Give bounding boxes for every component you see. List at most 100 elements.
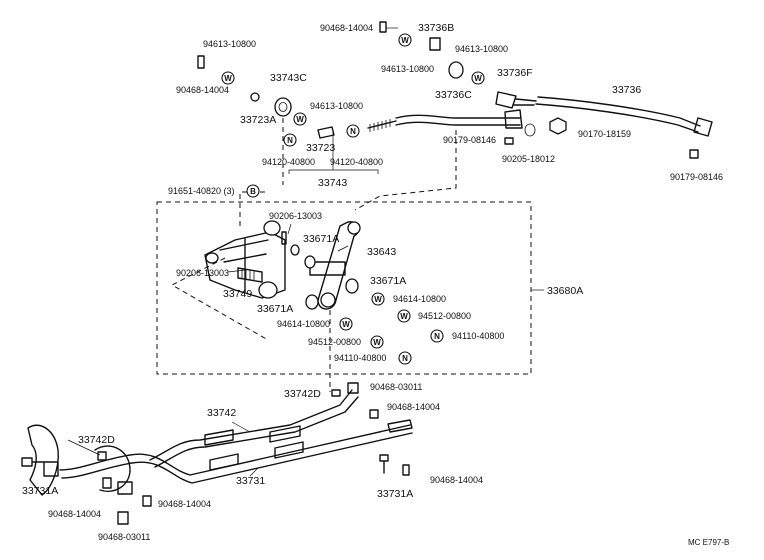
label-33743C: 33743C xyxy=(270,72,307,84)
svg-text:W: W xyxy=(374,295,382,304)
label-33736B: 33736B xyxy=(418,22,454,34)
washer-icon: W xyxy=(370,335,384,349)
label-94614-10800: 94614-10800 xyxy=(277,319,330,329)
nut-icon: N xyxy=(398,351,412,365)
clip-90468-03011-b xyxy=(117,511,129,525)
nut-icon: N xyxy=(283,133,297,147)
nut-90170-18159 xyxy=(549,117,567,135)
label-90205-18012: 90205-18012 xyxy=(502,154,555,164)
label-94512-00800: 94512-00800 xyxy=(418,311,471,321)
washer-icon: W xyxy=(339,317,353,331)
diagram-code: MC E797-B xyxy=(688,538,729,547)
part-33723A xyxy=(250,92,260,102)
leader-lines xyxy=(67,27,544,477)
bolt-33742D xyxy=(331,389,341,397)
lever-bracket-33749 xyxy=(204,220,300,299)
label-94613-10800: 94613-10800 xyxy=(310,101,363,111)
svg-text:W: W xyxy=(401,36,409,45)
bushing-33743C xyxy=(274,97,292,117)
svg-text:N: N xyxy=(402,354,408,363)
svg-text:N: N xyxy=(350,127,356,136)
bolt-symbol-icon: B xyxy=(246,184,260,198)
label-91651-40820: 91651-40820 (3) xyxy=(168,186,235,196)
part-labels: 90468-14004 33736B 94613-10800 94613-108… xyxy=(22,22,729,547)
washer-icon: W xyxy=(397,309,411,323)
label-33742D: 33742D xyxy=(78,434,115,446)
label-94613-10800: 94613-10800 xyxy=(381,64,434,74)
label-33671A: 33671A xyxy=(257,303,293,315)
pin-33723 xyxy=(317,126,335,139)
label-33736F: 33736F xyxy=(497,67,533,79)
label-90170-18159: 90170-18159 xyxy=(578,129,631,139)
label-33749: 33749 xyxy=(223,288,252,300)
svg-text:W: W xyxy=(342,320,350,329)
shift-cable-assembly xyxy=(197,21,713,230)
bracket-lower xyxy=(117,481,133,495)
nut-icon: N xyxy=(346,124,360,138)
bolt-right xyxy=(379,454,389,474)
svg-text:W: W xyxy=(224,74,232,83)
bolt-left xyxy=(21,457,45,467)
label-90468-03011: 90468-03011 xyxy=(370,382,422,392)
washer-icon: W xyxy=(293,112,307,126)
washer-icon: W xyxy=(471,71,485,85)
lower-cable-assembly xyxy=(21,382,413,525)
svg-text:W: W xyxy=(296,115,304,124)
label-33731: 33731 xyxy=(236,475,265,487)
clip-90468-14004-b xyxy=(197,55,205,69)
washer-icon: W xyxy=(221,71,235,85)
svg-text:W: W xyxy=(474,74,482,83)
label-33742: 33742 xyxy=(207,407,236,419)
label-33742D: 33742D xyxy=(284,388,321,400)
label-33680A: 33680A xyxy=(547,285,583,297)
clip-90179-08146-b xyxy=(689,149,699,159)
label-90468-14004: 90468-14004 xyxy=(387,402,440,412)
label-90206-13003: 90206-13003 xyxy=(269,211,322,221)
label-94613-10800: 94613-10800 xyxy=(203,39,256,49)
boot-left xyxy=(27,424,59,496)
cable-end-33736F xyxy=(495,91,517,109)
clip-90468-14004-top xyxy=(379,21,387,33)
group-box-33680A xyxy=(156,201,532,375)
label-90468-14004: 90468-14004 xyxy=(320,23,373,33)
svg-text:B: B xyxy=(250,187,256,196)
label-94110-40800: 94110-40800 xyxy=(452,331,504,341)
nut-icon: N xyxy=(430,329,444,343)
symbols: W W W W N N B W W W N W N xyxy=(221,33,485,365)
label-94512-00800: 94512-00800 xyxy=(308,337,361,347)
label-94613-10800: 94613-10800 xyxy=(455,44,508,54)
bracket-33731A-b xyxy=(387,419,413,433)
clip-90179-08146-a xyxy=(504,137,514,145)
svg-text:N: N xyxy=(287,136,293,145)
clip-90468-03011-a xyxy=(347,382,359,394)
label-33743: 33743 xyxy=(318,177,347,189)
label-90468-14004: 90468-14004 xyxy=(158,499,211,509)
label-90468-14004: 90468-14004 xyxy=(48,509,101,519)
cable-33742 xyxy=(149,389,353,461)
label-33736: 33736 xyxy=(612,84,641,96)
boot-center xyxy=(94,445,131,492)
label-94120-40800: 94120-40800 xyxy=(262,157,315,167)
bushing-33736C xyxy=(448,61,464,79)
cable-end-33736 xyxy=(693,117,713,137)
svg-text:N: N xyxy=(434,332,440,341)
label-33736C: 33736C xyxy=(435,89,472,101)
label-90468-14004: 90468-14004 xyxy=(176,85,229,95)
washer-icon: W xyxy=(398,33,412,47)
label-94110-40800: 94110-40800 xyxy=(334,353,386,363)
label-94614-10800: 94614-10800 xyxy=(393,294,446,304)
svg-text:W: W xyxy=(400,312,408,321)
label-90179-08146: 90179-08146 xyxy=(670,172,723,182)
label-33671A: 33671A xyxy=(370,275,406,287)
label-94120-40800: 94120-40800 xyxy=(330,157,383,167)
label-90468-03011: 90468-03011 xyxy=(98,532,150,542)
label-33731A: 33731A xyxy=(22,485,58,497)
washer-icon: W xyxy=(371,292,385,306)
label-90179-08146: 90179-08146 xyxy=(443,135,496,145)
bushing-33736B xyxy=(429,37,441,51)
label-90468-14004: 90468-14004 xyxy=(430,475,483,485)
bracket-33731A-a xyxy=(43,461,59,477)
label-33731A: 33731A xyxy=(377,488,413,500)
